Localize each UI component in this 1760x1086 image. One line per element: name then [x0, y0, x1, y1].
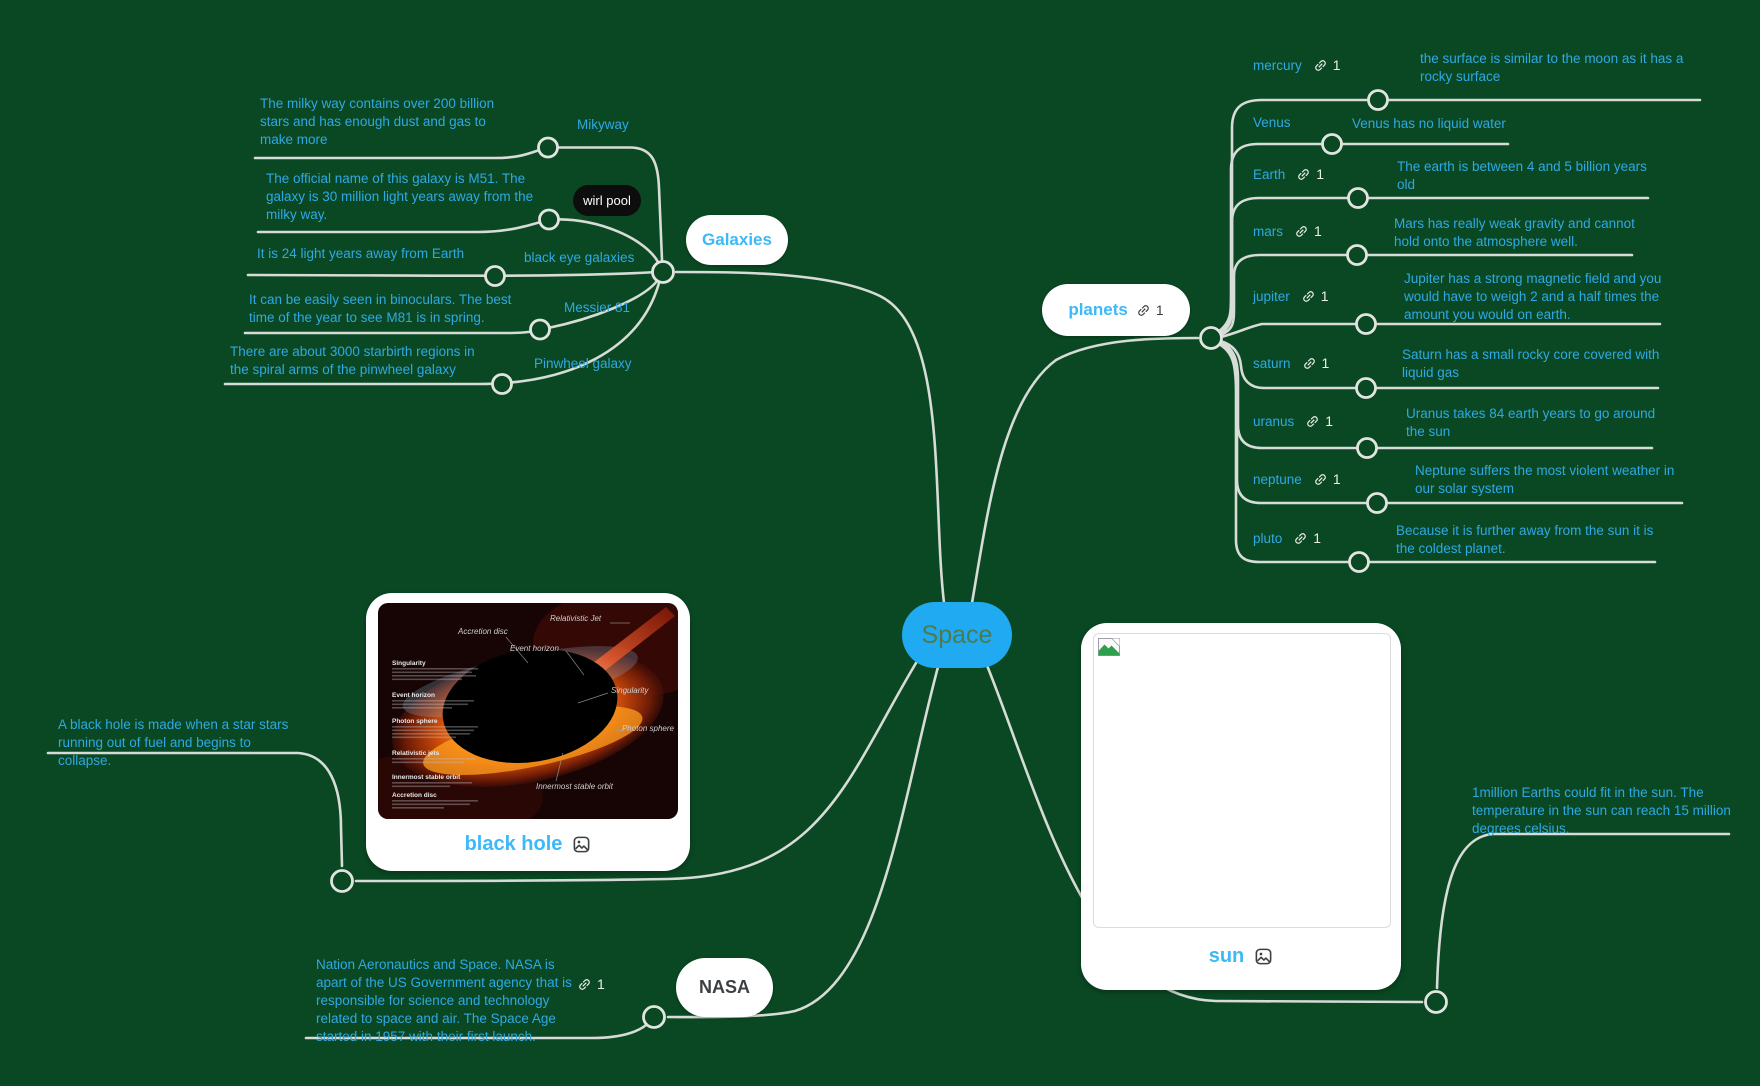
node-mercury[interactable]: mercury 1: [1253, 57, 1341, 73]
note-mercury[interactable]: the surface is similar to the moon as it…: [1420, 51, 1684, 84]
neptune-link-badge[interactable]: 1: [1313, 471, 1341, 487]
mars-link-badge[interactable]: 1: [1294, 223, 1322, 239]
node-galaxies[interactable]: Galaxies: [686, 215, 788, 265]
note-earth[interactable]: The earth is between 4 and 5 billion yea…: [1397, 159, 1647, 192]
link-icon: [1314, 59, 1326, 71]
nasa-link-badge[interactable]: 1: [577, 976, 605, 992]
node-anchor-dots: [330, 89, 1448, 1029]
bh-label-accretion-disc: Accretion disc: [457, 627, 508, 636]
nasa-link-count: 1: [597, 976, 605, 992]
edge-space-blackhole: [354, 661, 918, 883]
planets-link-badge[interactable]: 1: [1136, 302, 1164, 318]
note-milkyway[interactable]: The milky way contains over 200 billion …: [260, 96, 495, 147]
link-icon: [1302, 290, 1314, 302]
bh-section-photon-sphere: Photon sphere: [392, 718, 438, 725]
link-icon: [1307, 415, 1319, 427]
node-earth[interactable]: Earth 1: [1253, 166, 1325, 182]
node-nasa-label: NASA: [698, 977, 750, 997]
note-jupiter[interactable]: Jupiter has a strong magnetic field and …: [1404, 271, 1662, 322]
node-planets[interactable]: planets 1: [1042, 284, 1190, 336]
link-icon: [579, 978, 590, 990]
bh-section-singularity: Singularity: [392, 660, 426, 667]
image-icon: [1255, 948, 1272, 965]
node-venus[interactable]: Venus: [1253, 115, 1291, 130]
note-mars[interactable]: Mars has really weak gravity and cannot …: [1394, 216, 1635, 249]
node-messier81[interactable]: Messier 81: [564, 300, 631, 315]
planets-link-count: 1: [1155, 302, 1164, 318]
edge-space-sun: [984, 661, 1424, 1004]
uranus-link-badge[interactable]: 1: [1305, 413, 1333, 429]
node-sun-card[interactable]: sun: [1081, 623, 1401, 990]
edge-space-planets: [970, 336, 1200, 605]
link-icon: [1298, 168, 1310, 180]
bh-section-relativistic-jets: Relativistic jets: [392, 750, 440, 757]
node-whirlpool[interactable]: wirl pool: [573, 185, 641, 216]
bh-label-photon-sphere: Photon sphere: [622, 724, 675, 733]
bh-label-event-horizon: Event horizon: [510, 644, 559, 653]
note-whirlpool[interactable]: The official name of this galaxy is M51.…: [266, 171, 534, 222]
edge-space-galaxies: [674, 270, 946, 605]
node-galaxies-label: Galaxies: [702, 230, 772, 249]
node-jupiter[interactable]: jupiter 1: [1253, 288, 1329, 304]
image-icon: [573, 836, 590, 853]
bh-section-event-horizon: Event horizon: [392, 692, 435, 699]
note-saturn[interactable]: Saturn has a small rocky core covered wi…: [1402, 347, 1660, 380]
note-venus[interactable]: Venus has no liquid water: [1352, 116, 1506, 131]
blackhole-caption: black hole: [366, 833, 690, 856]
node-whirlpool-label: wirl pool: [583, 193, 631, 208]
bh-section-accretion-disc: Accretion disc: [392, 792, 437, 799]
note-nasa[interactable]: Nation Aeronautics and Space. NASA is ap…: [316, 957, 572, 1044]
earth-link-badge[interactable]: 1: [1296, 166, 1324, 182]
sun-label[interactable]: sun: [1208, 945, 1245, 967]
jupiter-link-badge[interactable]: 1: [1301, 288, 1329, 304]
note-neptune[interactable]: Neptune suffers the most violent weather…: [1415, 463, 1675, 496]
mercury-link-badge[interactable]: 1: [1313, 57, 1341, 73]
node-uranus[interactable]: uranus 1: [1253, 413, 1334, 429]
sun-image-placeholder: [1093, 633, 1391, 928]
note-uranus[interactable]: Uranus takes 84 earth years to go around…: [1406, 406, 1656, 439]
link-icon: [1303, 357, 1315, 369]
node-planets-label: planets: [1068, 300, 1128, 319]
node-space-label: Space: [921, 620, 993, 649]
bh-label-singularity: Singularity: [611, 686, 649, 695]
node-saturn[interactable]: saturn 1: [1253, 355, 1330, 371]
node-space[interactable]: Space: [902, 602, 1012, 668]
blackhole-image: Accretion disc Relativistic Jet Event ho…: [378, 603, 678, 819]
note-pinwheel[interactable]: There are about 3000 starbirth regions i…: [230, 344, 475, 377]
node-neptune[interactable]: neptune 1: [1253, 471, 1341, 487]
blackhole-label[interactable]: black hole: [464, 833, 563, 855]
link-icon: [1296, 225, 1307, 237]
link-icon: [1295, 532, 1307, 544]
node-blackeye[interactable]: black eye galaxies: [524, 250, 635, 265]
note-sun[interactable]: 1million Earths could fit in the sun. Th…: [1472, 785, 1731, 836]
note-blackeye[interactable]: It is 24 light years away from Earth: [257, 246, 465, 261]
node-milkyway[interactable]: Mikyway: [577, 117, 629, 132]
note-pluto[interactable]: Because it is further away from the sun …: [1396, 523, 1654, 556]
bh-label-relativistic-jet: Relativistic Jet: [550, 614, 602, 623]
saturn-link-badge[interactable]: 1: [1302, 355, 1329, 371]
bh-section-innermost-orbit: Innermost stable orbit: [392, 774, 461, 781]
sun-caption: sun: [1081, 945, 1401, 968]
pluto-link-badge[interactable]: 1: [1293, 530, 1321, 546]
node-pluto[interactable]: pluto 1: [1253, 530, 1322, 546]
node-pinwheel[interactable]: Pinwheel galaxy: [534, 356, 632, 371]
node-mars[interactable]: mars 1: [1253, 223, 1322, 239]
node-blackhole-card[interactable]: Accretion disc Relativistic Jet Event ho…: [366, 593, 690, 871]
note-blackhole[interactable]: A black hole is made when a star stars r…: [58, 717, 289, 768]
node-nasa[interactable]: NASA: [676, 958, 773, 1017]
link-icon: [1138, 304, 1149, 316]
broken-image-icon: [1098, 638, 1120, 656]
bh-label-innermost-orbit: Innermost stable orbit: [536, 782, 614, 791]
note-messier81[interactable]: It can be easily seen in binoculars. The…: [249, 292, 512, 325]
link-icon: [1314, 473, 1326, 485]
